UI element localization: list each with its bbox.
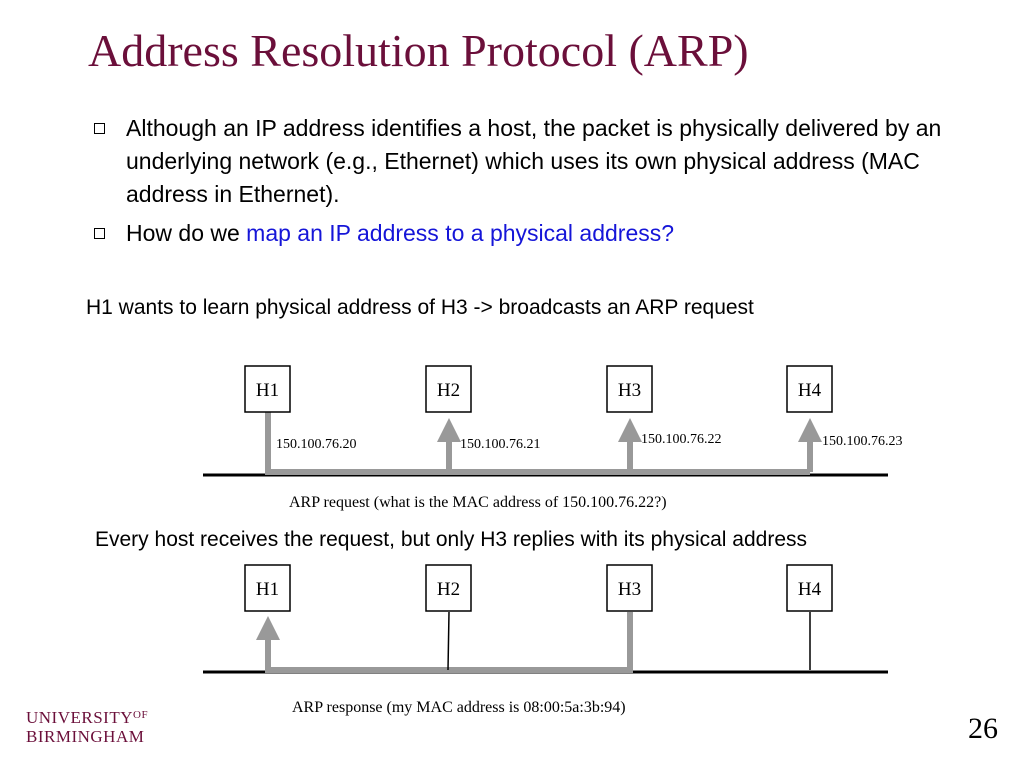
- page-number: 26: [968, 712, 998, 745]
- host-h1: H1: [244, 564, 291, 612]
- bullet-list: Although an IP address identifies a host…: [90, 112, 970, 256]
- host-h3: H3: [606, 365, 653, 413]
- ip-label-h4: 150.100.76.23: [822, 434, 903, 449]
- reply-scenario-caption: Every host receives the request, but onl…: [95, 528, 808, 551]
- logo-line1: UNIVERSITY: [26, 708, 133, 727]
- arp-response-diagram: H1 H2 H3 H4: [203, 564, 888, 674]
- host-h4: H4: [786, 564, 833, 612]
- drop-line-h2: [447, 611, 450, 671]
- host-label: H2: [437, 579, 460, 600]
- bullet-text-prefix: How do we: [126, 220, 247, 246]
- square-bullet-icon: [94, 228, 105, 239]
- host-label: H1: [256, 579, 279, 600]
- host-h2: H2: [425, 564, 472, 612]
- host-h3: H3: [606, 564, 653, 612]
- host-h2: H2: [425, 365, 472, 413]
- bullet-item: Although an IP address identifies a host…: [90, 112, 970, 211]
- host-label: H4: [798, 579, 822, 600]
- arp-response-label: ARP response (my MAC address is 08:00:5a…: [292, 699, 626, 716]
- bullet-item: How do we map an IP address to a physica…: [90, 217, 970, 250]
- request-scenario-caption: H1 wants to learn physical address of H3…: [86, 296, 754, 319]
- ip-label-h2: 150.100.76.21: [460, 437, 541, 452]
- host-h1: H1: [244, 365, 291, 413]
- arp-request-label: ARP request (what is the MAC address of …: [289, 494, 667, 511]
- logo-line2: BIRMINGHAM: [26, 727, 145, 746]
- slide-title: Address Resolution Protocol (ARP): [88, 25, 749, 76]
- university-logo: UNIVERSITYOF BIRMINGHAM: [26, 706, 148, 746]
- arp-request-diagram: H1 H2 H3 H4 150.100.76.20 150.100.76.21 …: [203, 365, 903, 477]
- bullet-highlight: map an IP address to a physical address?: [246, 220, 675, 246]
- host-label: H3: [618, 579, 641, 600]
- ip-label-h3: 150.100.76.22: [641, 432, 722, 447]
- square-bullet-icon: [94, 123, 105, 134]
- host-label: H3: [618, 380, 641, 401]
- bullet-text: Although an IP address identifies a host…: [126, 115, 942, 207]
- host-label: H1: [256, 380, 279, 401]
- response-path: [265, 612, 633, 673]
- host-label: H4: [798, 380, 822, 401]
- ip-label-h1: 150.100.76.20: [276, 437, 357, 452]
- logo-of: OF: [133, 709, 149, 721]
- host-h4: H4: [786, 365, 833, 413]
- host-label: H2: [437, 380, 460, 401]
